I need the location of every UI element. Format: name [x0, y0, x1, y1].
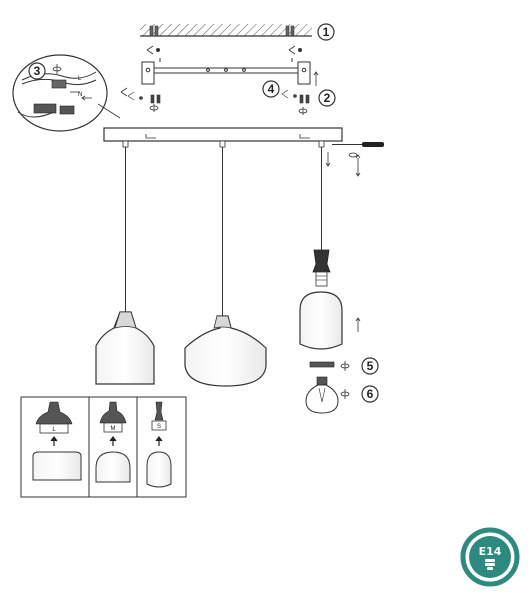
svg-text:E14: E14: [479, 545, 502, 558]
step-4-marker: 4: [262, 80, 280, 98]
size-column-small: S: [146, 401, 172, 488]
rotate-icon-callout: [52, 64, 62, 74]
step-6-marker: 6: [361, 385, 379, 403]
light-bulb-icon: [305, 376, 350, 414]
svg-text:N: N: [78, 92, 82, 98]
step-1-marker: 1: [317, 23, 335, 41]
arrow-up-icon-shade: [355, 317, 361, 332]
size-matching-panel: L M S: [20, 396, 187, 498]
adjust-arrows: [325, 152, 331, 167]
screw-icons-top: [146, 45, 302, 55]
screw-icon-left: [120, 87, 128, 97]
svg-text:L: L: [52, 427, 56, 433]
suspension-cables: [125, 147, 322, 316]
bulb-base-icon: [485, 559, 495, 570]
size-column-large: L: [32, 401, 82, 481]
pendant-shade-small: [299, 291, 343, 350]
wiring-callout: L N: [12, 54, 121, 132]
svg-text:5: 5: [367, 359, 374, 373]
screwdriver-icon: [332, 142, 384, 177]
size-column-medium: M: [95, 401, 131, 483]
step-3-marker: 3: [28, 62, 46, 80]
svg-text:6: 6: [367, 387, 374, 401]
arrow-up-icon: [313, 71, 319, 86]
e14-bulb-badge: E14: [460, 527, 520, 587]
step-2-marker: 2: [318, 89, 336, 107]
mounting-bracket: [141, 58, 311, 85]
canopy-bar: [103, 127, 343, 142]
svg-text:2: 2: [324, 91, 331, 105]
ceiling: [140, 24, 312, 37]
svg-text:1: 1: [323, 25, 330, 39]
bracket-screws: [127, 89, 310, 104]
pendant-shade-medium: [184, 315, 267, 387]
svg-text:S: S: [157, 424, 161, 430]
svg-text:L: L: [78, 76, 82, 82]
svg-text:M: M: [111, 426, 116, 432]
svg-text:3: 3: [34, 64, 41, 78]
svg-text:4: 4: [268, 82, 275, 96]
rotate-icons-bracket: [149, 104, 308, 115]
lamp-socket: [312, 249, 331, 287]
shade-ring: [309, 361, 350, 371]
step-5-marker: 5: [361, 357, 379, 375]
cable-grips: [122, 140, 325, 148]
wall-plugs: [149, 25, 295, 37]
pendant-shade-large: [95, 311, 155, 385]
